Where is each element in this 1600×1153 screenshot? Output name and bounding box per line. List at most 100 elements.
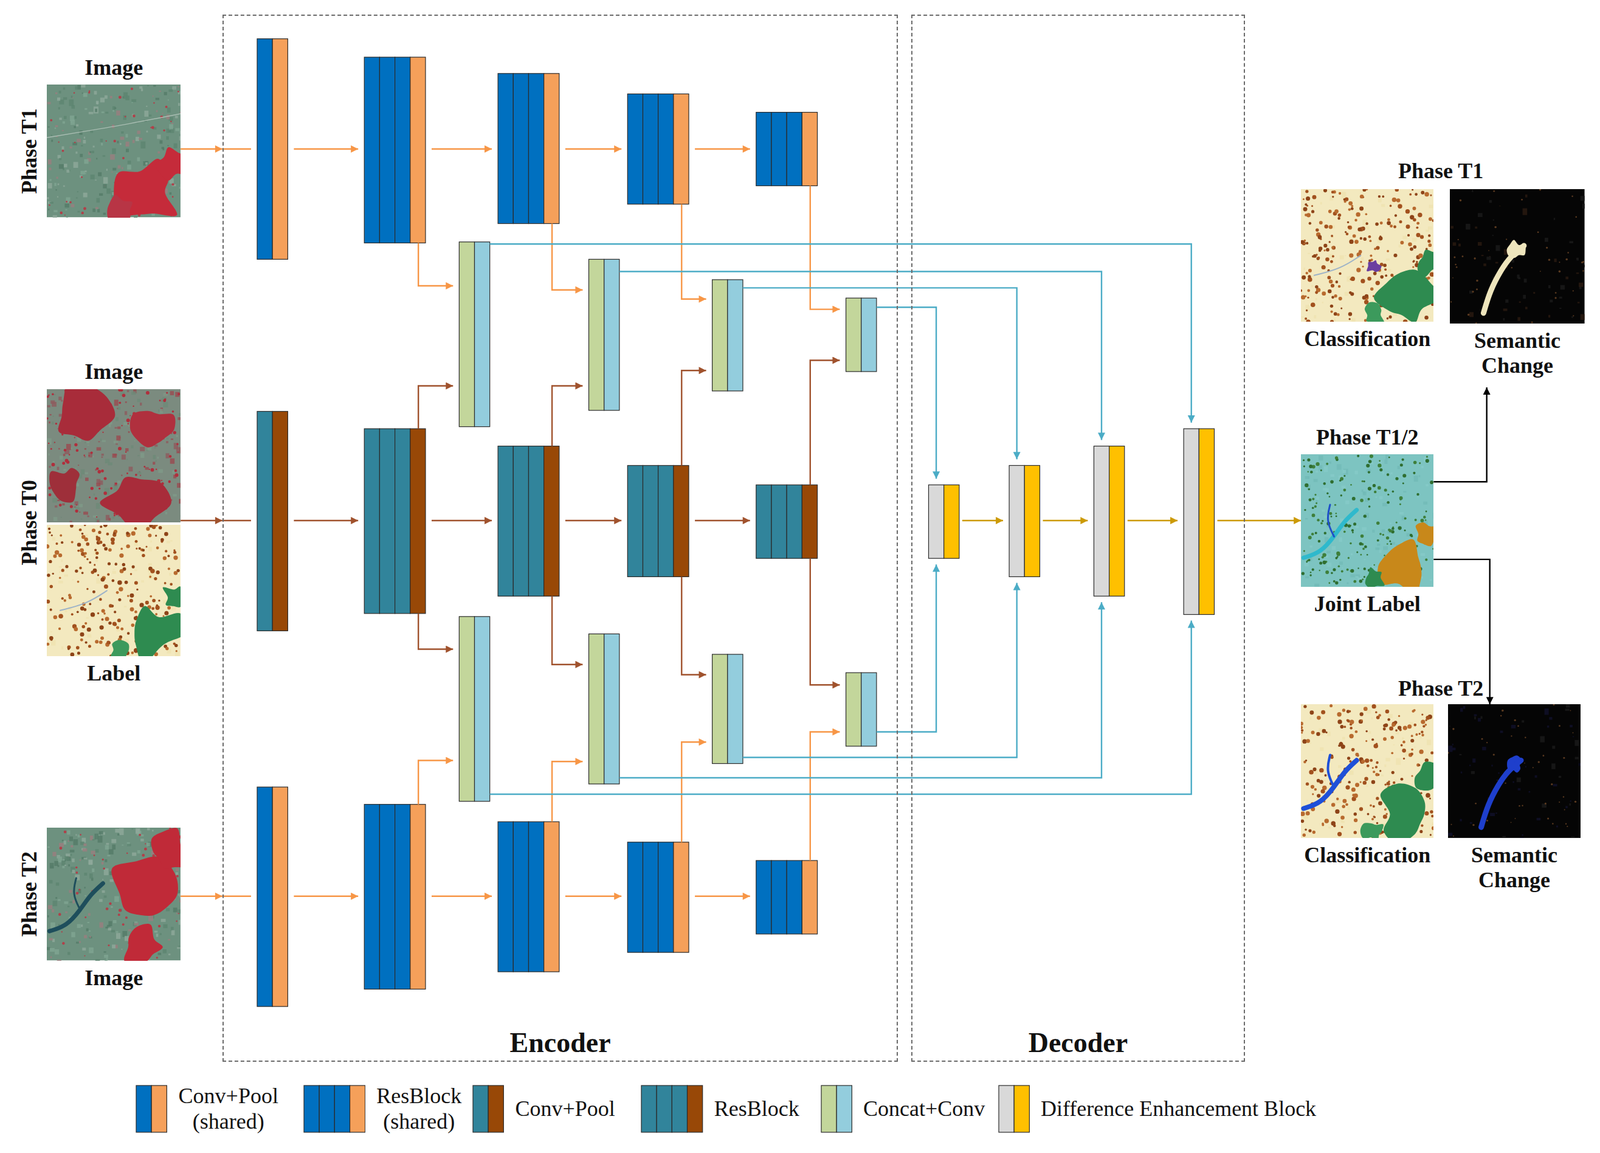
image-dot (79, 565, 83, 569)
image-dot (75, 871, 79, 874)
image-texture (111, 172, 113, 173)
image-texture (79, 130, 83, 135)
image-dot (1339, 271, 1342, 275)
image-texture (172, 469, 175, 474)
image-texture (1365, 225, 1370, 230)
image-texture (66, 217, 69, 218)
image-texture (57, 466, 60, 470)
image-dot (46, 642, 50, 646)
image-texture (148, 562, 152, 566)
layer-block (379, 804, 395, 990)
image-dot (1400, 240, 1405, 245)
image-dot (116, 625, 120, 629)
image-texture (58, 570, 61, 573)
image-dot (1334, 294, 1338, 298)
image-texture (1315, 297, 1318, 300)
image-texture (79, 503, 83, 507)
image-dot (1307, 288, 1311, 292)
image-texture (92, 838, 95, 841)
image-dot (145, 390, 150, 394)
image-texture (1314, 583, 1320, 587)
image-dot (1365, 212, 1368, 216)
image-texture (1313, 479, 1318, 483)
image-texture (137, 849, 141, 853)
image-dot (126, 852, 128, 854)
flow-line (418, 613, 453, 650)
image-dot (74, 568, 78, 573)
image-texture (125, 148, 129, 153)
image-dot (81, 211, 84, 214)
image-dot (100, 635, 104, 640)
image-dot (1324, 224, 1329, 229)
image-dot (127, 631, 130, 635)
image-texture (1519, 300, 1521, 303)
image-texture (125, 448, 129, 452)
flow-line (565, 148, 622, 150)
layer-block (712, 654, 728, 764)
image-dot (110, 537, 115, 542)
image-texture (112, 452, 117, 458)
image-texture (1492, 234, 1494, 236)
image-texture (52, 497, 58, 502)
image-texture (52, 215, 58, 218)
image-dot (100, 469, 104, 473)
image-texture (46, 947, 50, 951)
image-dot (1559, 261, 1561, 263)
image-texture (112, 167, 117, 171)
image-texture (1533, 291, 1535, 294)
image-texture (1580, 195, 1585, 201)
image-texture (77, 924, 81, 928)
phase-column: Phase T2 (17, 827, 42, 991)
image-dot (155, 612, 158, 616)
layer-block (727, 654, 743, 764)
image-dot (1337, 213, 1342, 218)
image-texture (1517, 316, 1521, 321)
image-dot (1531, 320, 1534, 323)
image-texture (1350, 573, 1356, 577)
image-texture (148, 114, 152, 117)
image-texture (125, 141, 130, 147)
panel-column: Classification (1300, 189, 1434, 352)
image-dot (177, 451, 179, 453)
image-texture (146, 130, 149, 133)
image-dot (156, 545, 160, 549)
image-caption: Image (84, 359, 143, 385)
layer-block (756, 860, 772, 934)
image-texture (114, 399, 119, 406)
image-texture (128, 928, 132, 931)
image-texture (117, 141, 120, 144)
image-dot (106, 640, 111, 644)
image-texture (67, 905, 70, 908)
image-dot (1336, 313, 1340, 317)
image-texture (145, 466, 149, 470)
image-texture (88, 913, 91, 916)
image-texture (75, 467, 77, 469)
image-texture (121, 454, 126, 459)
image-dot (1348, 311, 1352, 316)
image-texture (110, 879, 114, 883)
image-texture (80, 84, 86, 88)
image-dot (1459, 198, 1463, 202)
image-texture (1344, 254, 1346, 256)
layer-block (846, 297, 862, 372)
layer-block (1093, 446, 1109, 597)
image-texture (83, 192, 88, 198)
flow-line (619, 271, 1102, 441)
image-dot (1378, 194, 1381, 197)
image-texture (117, 833, 120, 836)
image-texture (179, 136, 181, 141)
image-texture (101, 455, 104, 458)
image-dot (92, 589, 96, 593)
image-dot (62, 149, 65, 152)
image-texture (113, 453, 117, 456)
image-texture (52, 536, 56, 540)
image-dot (55, 421, 58, 424)
image-dot (86, 542, 90, 546)
layer-block (513, 73, 529, 224)
layer-block (272, 786, 288, 1007)
image-dot (81, 532, 84, 535)
image-texture (88, 930, 91, 932)
image-dot (1334, 209, 1339, 214)
image-dot (53, 615, 58, 620)
image-dot (60, 211, 64, 215)
